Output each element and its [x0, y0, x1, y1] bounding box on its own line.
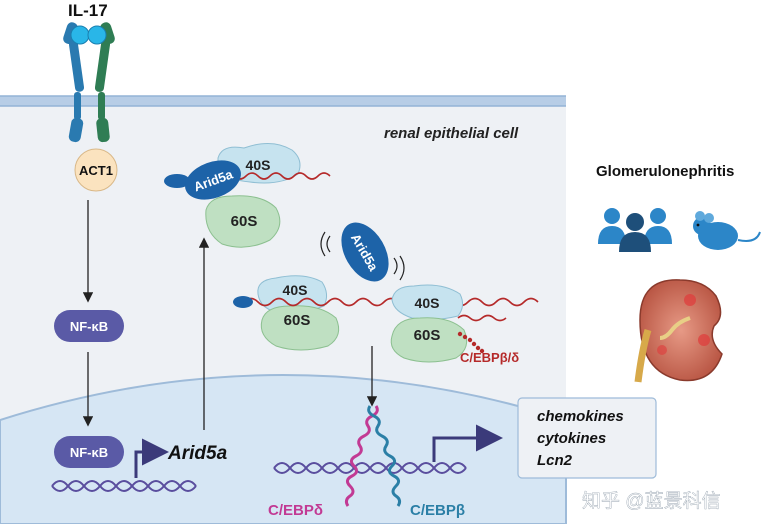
- cebp-mrna-label: C/EBPβ/δ: [460, 350, 519, 365]
- ribo-60s-b-label: 60S: [284, 312, 311, 329]
- dna-right: [273, 462, 467, 474]
- cell-membrane: [0, 96, 566, 106]
- nfkb-nuclear: [54, 436, 124, 468]
- arid5a-gene-label: Arid5a: [167, 443, 228, 464]
- nfkb-top-label: NF-κB: [70, 319, 108, 334]
- act1-node: [74, 148, 118, 192]
- target-lcn2: Lcn2: [537, 452, 573, 469]
- cebp-beta-strand: [367, 405, 402, 507]
- cebp-delta-label: C/EBPδ: [268, 502, 323, 519]
- nfkb-cytoplasmic: [54, 310, 124, 342]
- target-chemokines: chemokines: [537, 408, 624, 425]
- watermark: 知乎 @蓝景科信: [582, 490, 721, 512]
- act1-label: ACT1: [79, 163, 113, 178]
- ribosome-c: [390, 284, 507, 363]
- nfkb-bottom-label: NF-κB: [70, 445, 108, 460]
- arid5a-free: [320, 222, 405, 282]
- ribosome-b: [233, 275, 539, 351]
- arid5a-promoter-arrow: [134, 438, 169, 478]
- mouse-icon: [693, 211, 761, 250]
- ribo-60s-c-label: 60S: [414, 327, 441, 344]
- cebp-delta-strand: [344, 405, 379, 507]
- target-genes-box: [517, 397, 657, 479]
- ribo-40s-b-label: 40S: [283, 282, 308, 298]
- ribo-40s-a-label: 40S: [246, 157, 271, 173]
- glomerulonephritis-label: Glomerulonephritis: [596, 163, 734, 180]
- il17-label: IL-17: [68, 1, 108, 20]
- cebp-beta-label: C/EBPβ: [410, 502, 465, 519]
- target-cytokines: cytokines: [537, 430, 606, 447]
- dna-left: [51, 480, 197, 492]
- il17-ligand: [70, 25, 107, 45]
- ribo-40s-c-label: 40S: [415, 295, 440, 311]
- ribo-60s-a-label: 60S: [231, 213, 258, 230]
- kidney-icon: [634, 279, 723, 383]
- ribosome-a: [164, 143, 331, 248]
- cell-label: renal epithelial cell: [384, 125, 519, 142]
- targets-promoter-arrow: [432, 424, 503, 462]
- people-icon: [598, 208, 672, 252]
